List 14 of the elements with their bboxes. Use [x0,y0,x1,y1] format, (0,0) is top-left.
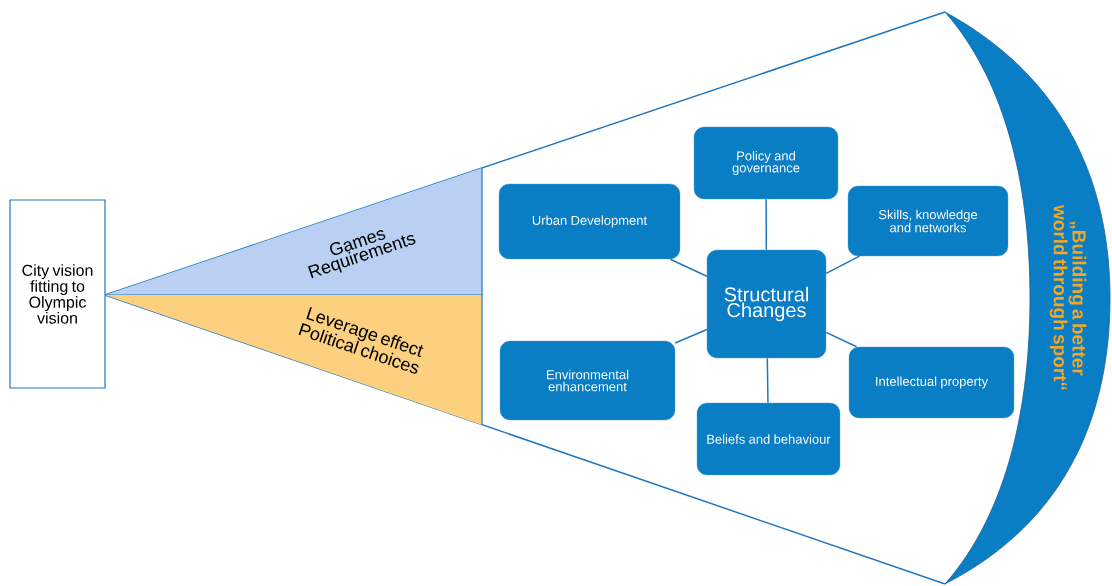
connector-line [674,328,708,344]
text-box: City vision fitting to Olympic vision [9,199,106,389]
rounded-box: Skills, knowledge and networks [847,185,1009,257]
connector-line [766,357,769,404]
rounded-box: Structural Changes [706,249,827,359]
rounded-box: Beliefs and behaviour [696,402,841,476]
connector-line [825,255,861,275]
connector-line [825,331,858,348]
connector-line [669,258,708,277]
rounded-box: Environmental enhancement [499,340,676,421]
connector-line [765,198,768,251]
rounded-box: Urban Development [498,183,681,260]
rounded-box: Policy and governance [693,126,839,200]
rounded-box: Intellectual property [848,346,1015,419]
